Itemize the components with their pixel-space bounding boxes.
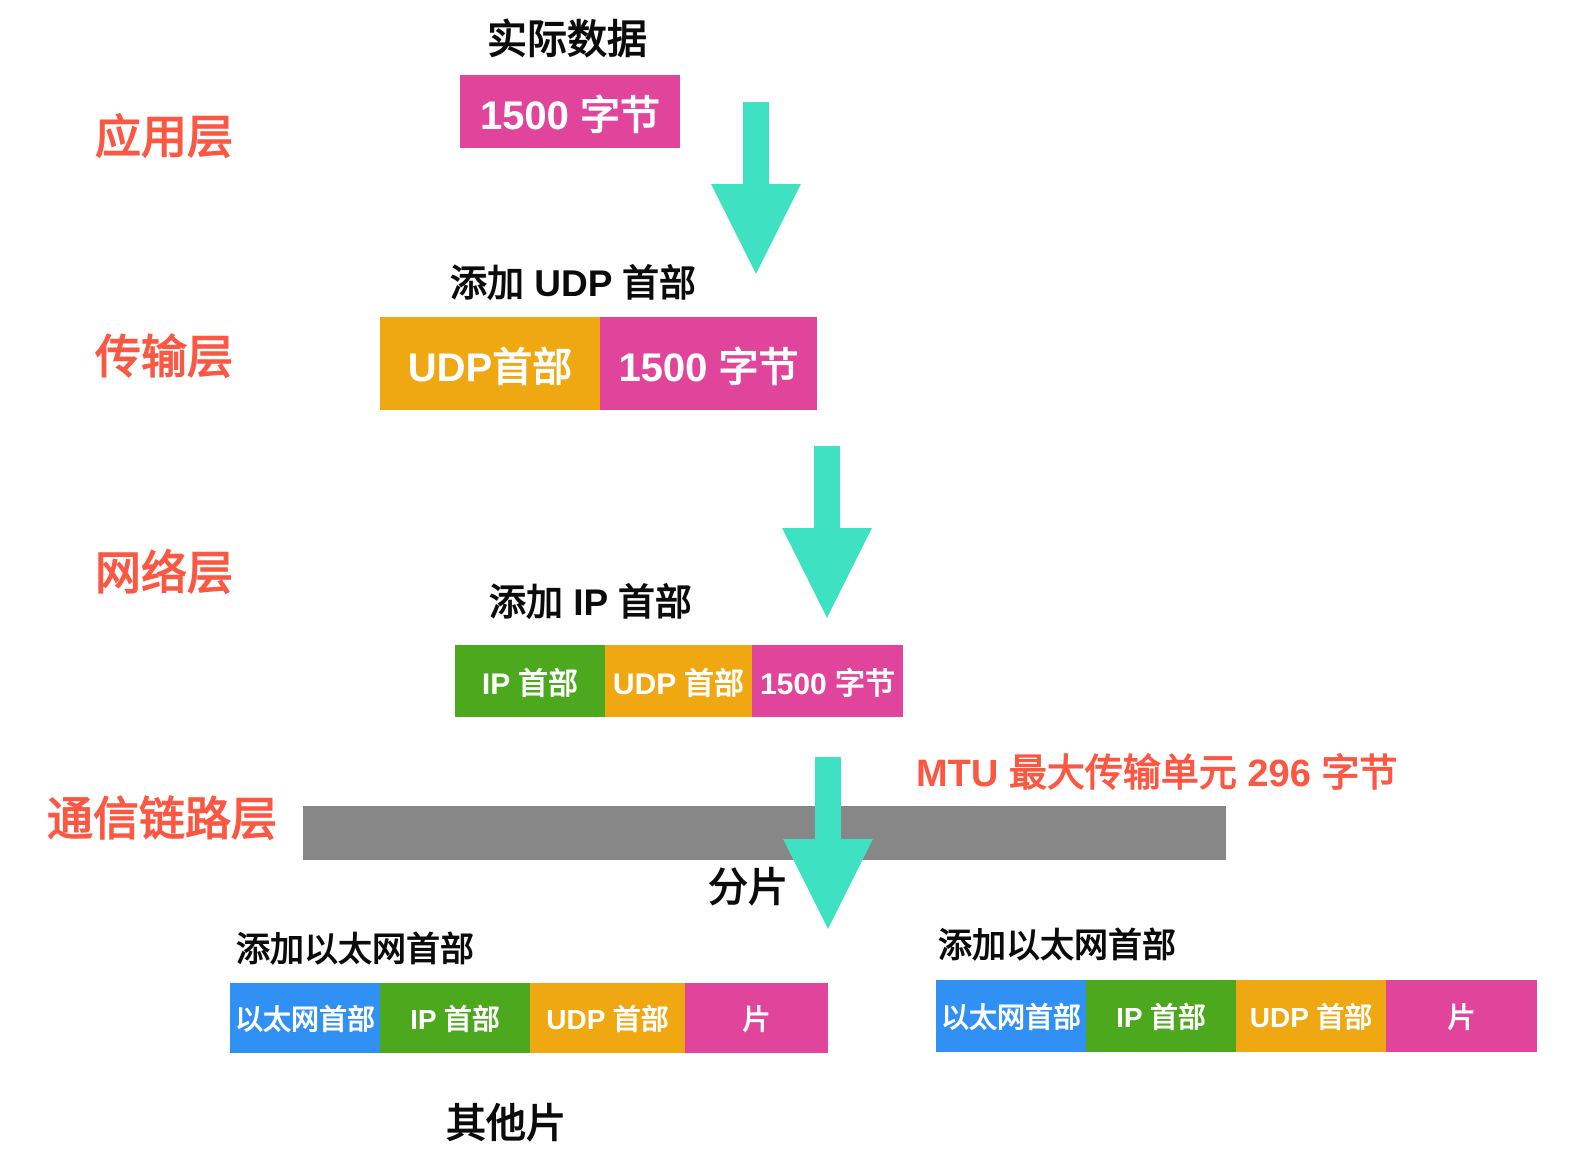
segment-ethernet-header: 以太网首部 — [230, 983, 380, 1053]
fragment-left-title: 添加以太网首部 — [236, 931, 474, 969]
down-arrow-icon — [783, 757, 873, 929]
segment-data: 1500 字节 — [752, 645, 903, 717]
segment-fragment: 片 — [685, 983, 828, 1053]
segment-udp-header: UDP 首部 — [605, 645, 752, 717]
layer-label-network: 网络层 — [95, 547, 233, 599]
network-title: 添加 IP 首部 — [489, 582, 692, 623]
segment-ip-header: IP 首部 — [455, 645, 605, 717]
transport-title: 添加 UDP 首部 — [450, 263, 697, 304]
segment-udp-header: UDP 首部 — [1236, 980, 1386, 1052]
down-arrow-icon — [711, 102, 801, 274]
fragment-right-title: 添加以太网首部 — [938, 927, 1176, 965]
packet-row-application: 1500 字节 — [460, 75, 680, 148]
segment-ethernet-header: 以太网首部 — [936, 980, 1086, 1052]
layer-label-link: 通信链路层 — [47, 793, 277, 845]
link-layer-bar — [303, 806, 1226, 860]
layer-label-transport: 传输层 — [95, 331, 233, 383]
other-fragments-label: 其他片 — [446, 1102, 566, 1146]
segment-data: 1500 字节 — [600, 317, 817, 410]
segment-udp-header: UDP首部 — [380, 317, 600, 410]
segment-ip-header: IP 首部 — [1086, 980, 1236, 1052]
fragmentation-label: 分片 — [708, 866, 788, 910]
segment-udp-header: UDP 首部 — [530, 983, 685, 1053]
packet-row-network: IP 首部 UDP 首部 1500 字节 — [455, 645, 903, 717]
segment-ip-header: IP 首部 — [380, 983, 530, 1053]
mtu-note: MTU 最大传输单元 296 字节 — [916, 753, 1398, 795]
packet-row-fragment-right: 以太网首部 IP 首部 UDP 首部 片 — [936, 980, 1537, 1052]
packet-row-fragment-left: 以太网首部 IP 首部 UDP 首部 片 — [230, 983, 828, 1053]
segment-data: 1500 字节 — [460, 75, 680, 148]
layer-label-application: 应用层 — [95, 111, 233, 163]
segment-fragment: 片 — [1386, 980, 1537, 1052]
down-arrow-icon — [782, 446, 872, 618]
application-title: 实际数据 — [487, 18, 647, 62]
packet-row-transport: UDP首部 1500 字节 — [380, 317, 817, 410]
